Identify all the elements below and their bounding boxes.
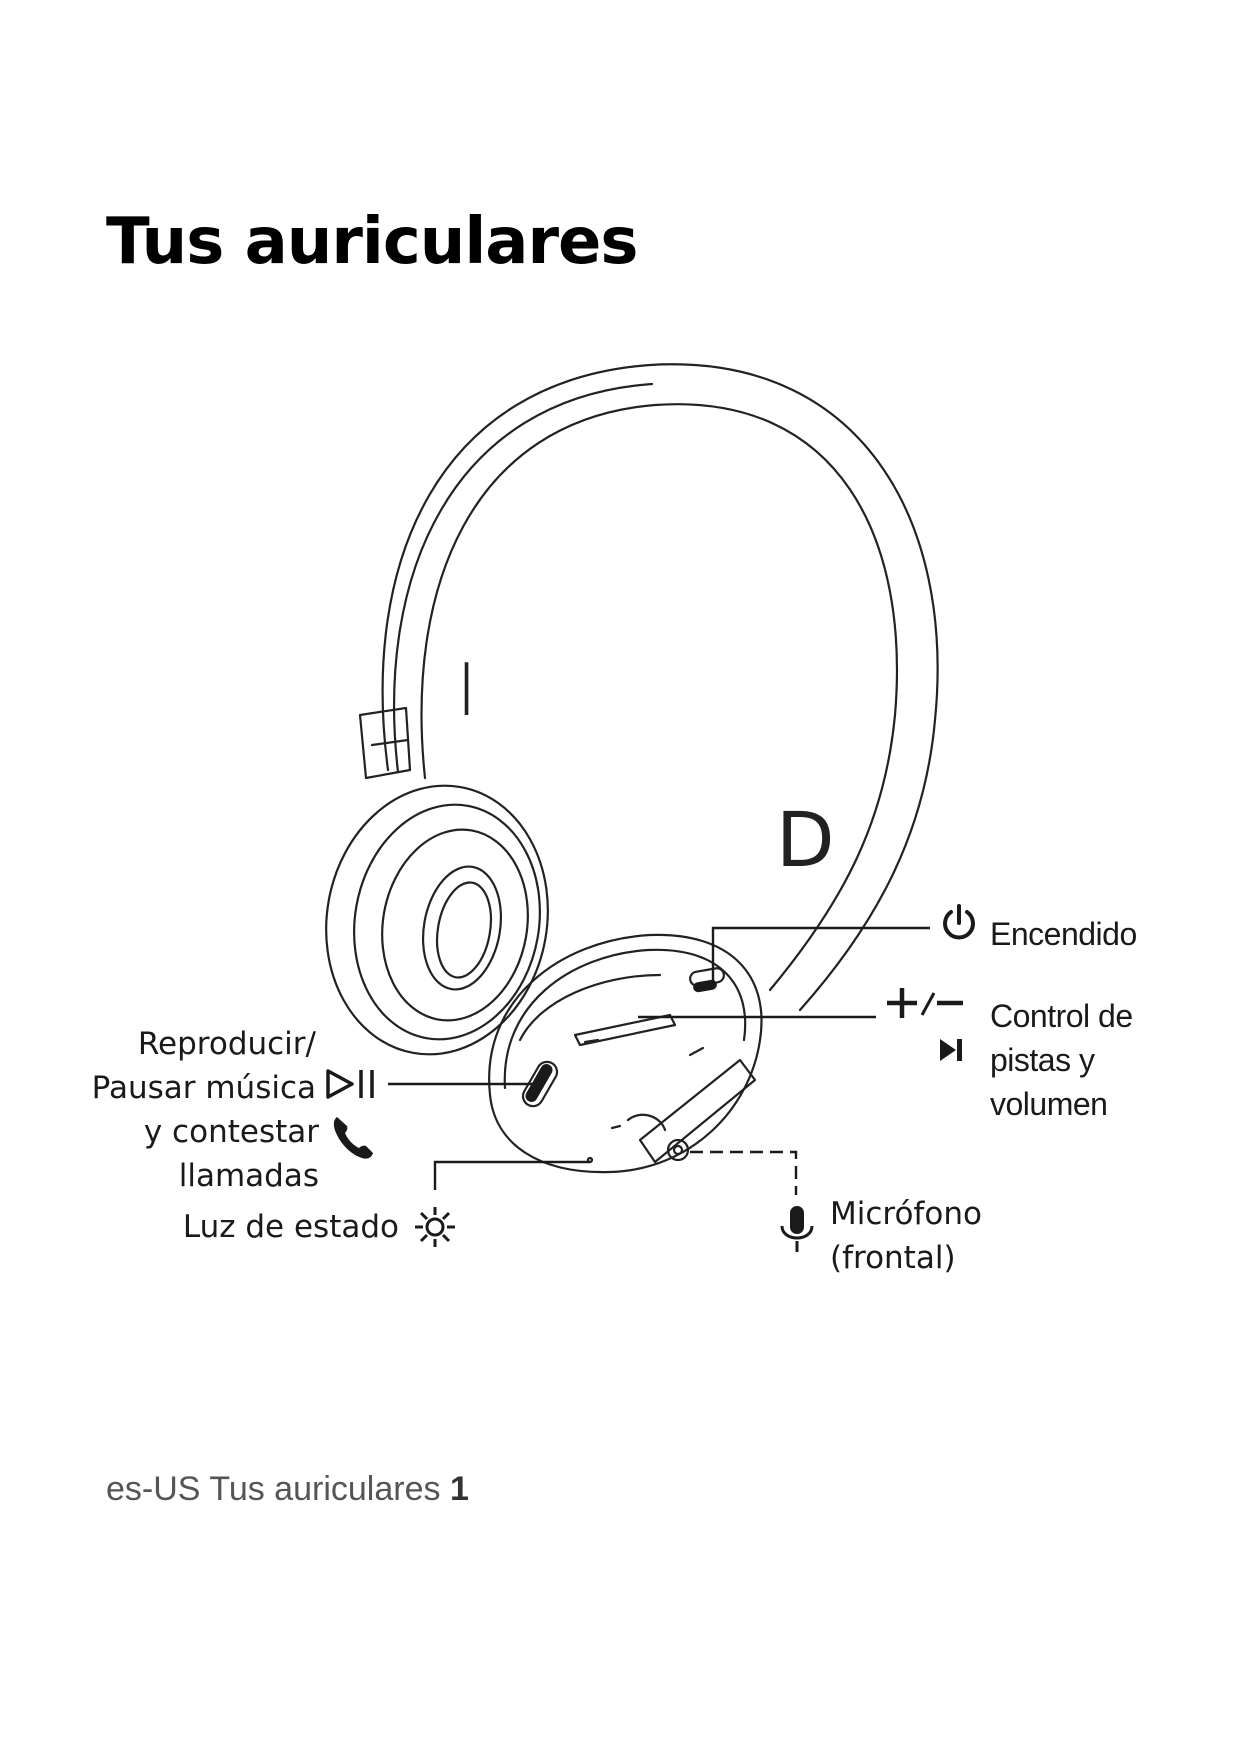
microphone-line: (frontal) xyxy=(830,1240,956,1276)
microphone-label: Micrófono (frontal) xyxy=(830,1192,982,1280)
answer-calls-line: llamadas xyxy=(178,1158,319,1194)
answer-calls-line: y contestar xyxy=(143,1114,319,1150)
phone-icon xyxy=(333,1117,373,1159)
right-earcup xyxy=(488,933,763,1174)
sun-light-icon xyxy=(415,1207,455,1247)
page-title: Tus auriculares xyxy=(106,205,638,279)
play-pause-line: Pausar música xyxy=(91,1070,316,1106)
right-side-label: D xyxy=(776,795,835,884)
left-earcup xyxy=(325,784,549,1056)
play-pause-line: Reproducir/ xyxy=(137,1026,316,1062)
power-icon xyxy=(943,904,975,940)
headband xyxy=(358,363,939,1012)
mic-callout-line xyxy=(690,1150,798,1195)
power-callout-line xyxy=(711,926,930,985)
left-side-label: I xyxy=(456,648,478,732)
footer-locale: es-US xyxy=(106,1470,201,1508)
track-volume-line: pistas y xyxy=(990,1042,1095,1078)
plus-icon xyxy=(887,988,917,1018)
page-number: 1 xyxy=(449,1470,469,1508)
footer-section: Tus auriculares xyxy=(209,1470,441,1508)
next-track-icon xyxy=(940,1039,962,1061)
track-volume-label: Control de pistas y volumen xyxy=(990,994,1133,1126)
power-label: Encendido xyxy=(990,916,1137,952)
track-volume-line: Control de xyxy=(990,998,1133,1034)
play-pause-icon xyxy=(326,1069,374,1099)
track-volume-line: volumen xyxy=(990,1086,1108,1122)
play-pause-label: Reproducir/ Pausar música xyxy=(92,1022,316,1110)
status-light-label: Luz de estado xyxy=(182,1209,399,1245)
microphone-icon xyxy=(780,1206,814,1252)
minus-icon xyxy=(920,992,963,1016)
answer-calls-label: y contestar llamadas xyxy=(144,1110,319,1198)
page-footer: es-US Tus auriculares 1 xyxy=(106,1470,469,1509)
status-callout-line xyxy=(433,1160,590,1190)
microphone-line: Micrófono xyxy=(830,1196,982,1232)
